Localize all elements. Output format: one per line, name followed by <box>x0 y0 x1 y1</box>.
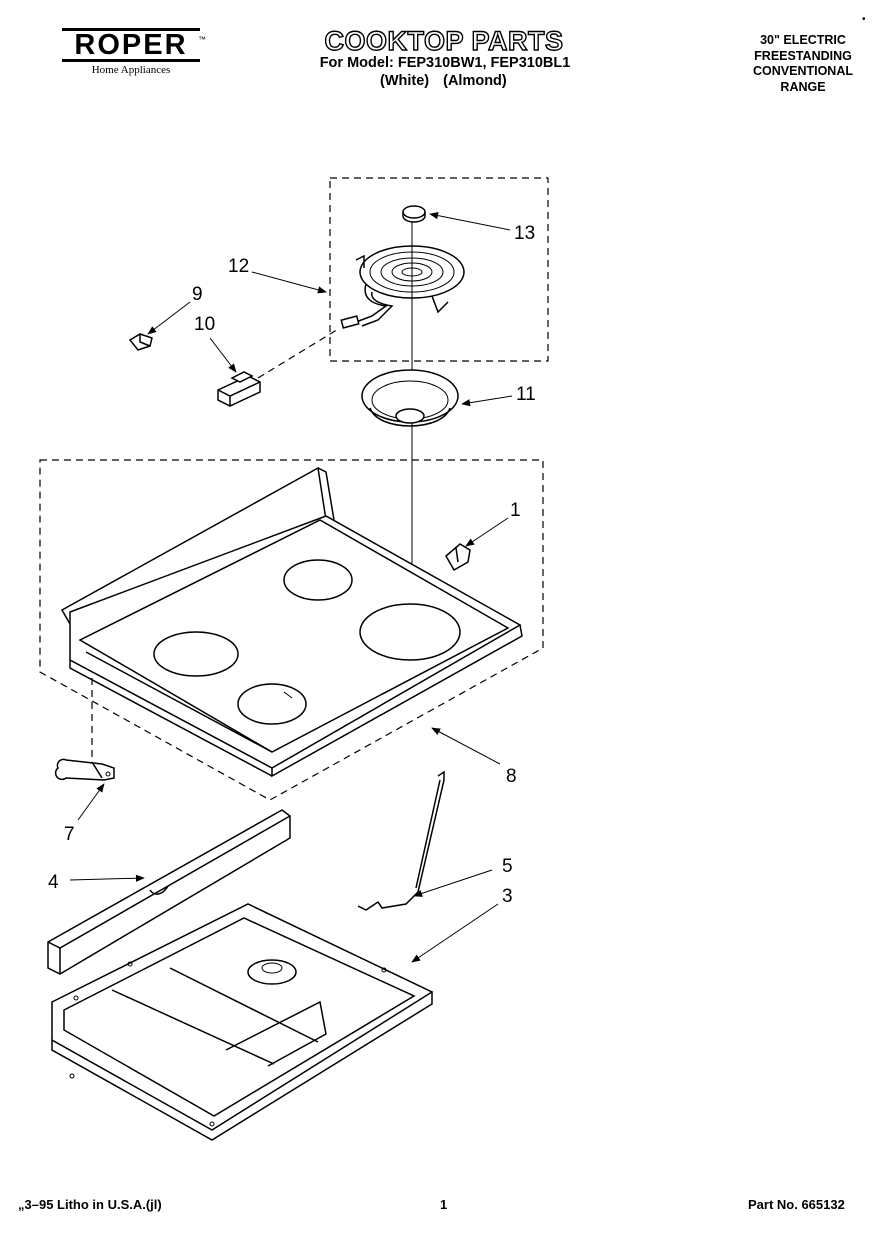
receptacle-part <box>217 371 261 407</box>
footer-litho: „3–95 Litho in U.S.A.(jl) <box>18 1197 162 1212</box>
range-description: 30" ELECTRIC FREESTANDING CONVENTIONAL R… <box>730 33 876 95</box>
clip-part <box>128 333 153 351</box>
color-white: (White) <box>380 73 430 89</box>
footer-part-number: Part No. 665132 <box>748 1197 845 1212</box>
support-rod-part <box>357 770 445 911</box>
range-desc-line: 30" ELECTRIC <box>760 33 846 47</box>
rear-shield-part <box>47 809 291 975</box>
callout-8: 8 <box>506 766 517 787</box>
range-desc-line: RANGE <box>780 79 826 94</box>
leader-3 <box>411 903 499 963</box>
corner-mark: • <box>862 14 866 25</box>
burner-hole <box>153 631 239 677</box>
range-desc-line: CONVENTIONAL <box>753 64 853 78</box>
roper-logo: ROPER ™ Home Appliances <box>62 28 206 76</box>
burner-hole <box>237 683 307 725</box>
callout-13: 13 <box>514 223 535 244</box>
callout-5: 5 <box>502 856 513 877</box>
element-assembly-box <box>329 177 549 362</box>
color-almond: (Almond) <box>443 73 507 89</box>
logo-subtitle: Home Appliances <box>91 64 171 76</box>
leader-9 <box>147 301 191 335</box>
callout-3: 3 <box>502 886 513 907</box>
cooktop-assembly-box <box>39 459 544 801</box>
page-title: COOKTOP PARTS <box>324 26 564 56</box>
callout-1: 1 <box>510 500 521 521</box>
footer-page-number: 1 <box>440 1197 448 1212</box>
callout-10: 10 <box>194 314 215 335</box>
leader-4 <box>69 874 145 882</box>
callout-11: 11 <box>516 384 536 405</box>
leader-1 <box>465 517 509 547</box>
receptacle-connector-line <box>257 327 341 379</box>
leader-11 <box>461 395 513 407</box>
color-line: (White) (Almond) <box>380 74 521 89</box>
callout-7: 7 <box>64 824 75 845</box>
burner-hole <box>283 559 353 601</box>
logo-trademark: ™ <box>198 35 206 44</box>
burner-hole <box>359 603 461 661</box>
terminal-block-part <box>54 758 115 781</box>
burner-box-part <box>51 903 434 1141</box>
surface-element-part <box>340 245 465 329</box>
leader-13 <box>429 212 511 231</box>
callout-12: 12 <box>228 256 249 277</box>
leader-7 <box>77 783 105 821</box>
logo-brand: ROPER <box>74 28 188 61</box>
leader-5 <box>413 869 493 897</box>
leader-8 <box>431 727 501 765</box>
logo-box: ROPER ™ <box>62 28 206 62</box>
top-clip-part <box>445 543 471 572</box>
range-desc-line: FREESTANDING <box>754 48 852 63</box>
model-line: For Model: FEP310BW1, FEP310BL1 <box>319 55 571 71</box>
element-cap-part <box>402 205 426 223</box>
main-top-part <box>60 466 523 778</box>
leader-12 <box>251 271 327 294</box>
leader-10 <box>209 337 237 373</box>
callout-4: 4 <box>48 872 59 893</box>
drip-bowl-part <box>361 369 459 427</box>
callout-9: 9 <box>192 284 203 305</box>
